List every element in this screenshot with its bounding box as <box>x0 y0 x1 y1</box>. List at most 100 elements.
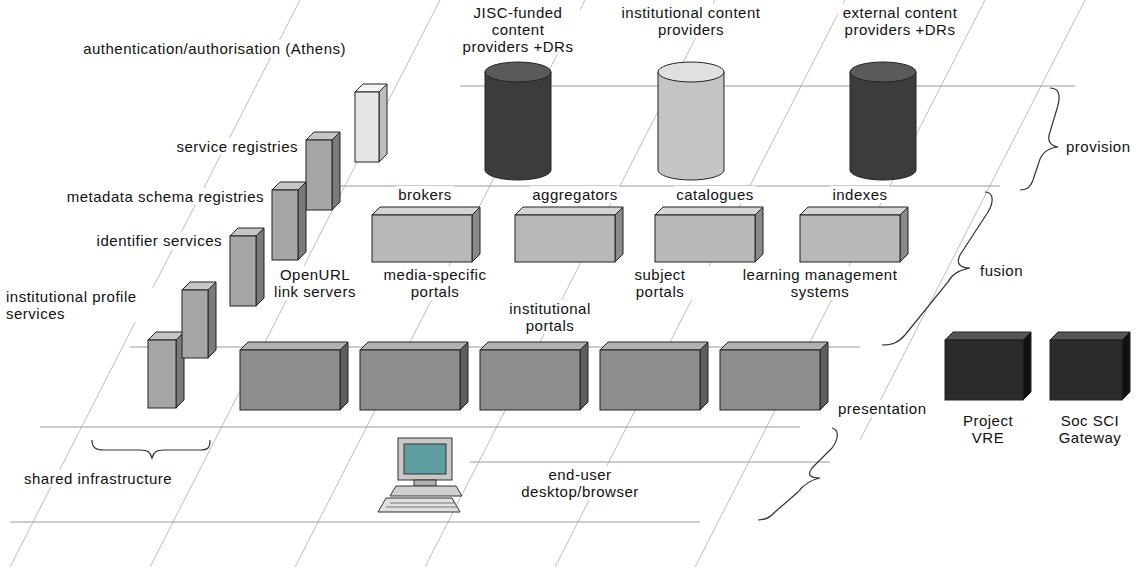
box-front <box>230 236 256 306</box>
fusion-box: catalogues <box>655 215 755 262</box>
cylinder-parts <box>485 62 551 180</box>
box-top <box>515 207 623 215</box>
node-label: institutional portals <box>493 300 607 334</box>
box-front <box>655 215 755 262</box>
grid-line <box>695 0 985 567</box>
monitor-stand <box>414 480 436 486</box>
box-side <box>472 207 480 262</box>
box-side <box>332 132 340 210</box>
box-faces <box>355 84 387 162</box>
box-faces <box>515 207 623 262</box>
presentation-box: subject portals <box>600 350 700 410</box>
cylinder-top <box>658 62 724 82</box>
box-faces <box>360 342 468 410</box>
infrastructure-box: metadata schema registries <box>272 190 298 260</box>
box-outline <box>271 181 307 261</box>
box-top <box>360 342 468 350</box>
box-faces <box>1050 332 1130 400</box>
infrastructure-box: identifier services <box>230 236 256 306</box>
box-side <box>820 342 828 410</box>
grid-line <box>10 0 300 567</box>
group-brace <box>92 440 210 458</box>
cylinder-top <box>850 62 916 82</box>
content-provider-cylinder: external content providers +DRs <box>850 72 916 170</box>
box-outline <box>181 281 217 359</box>
node-label: Project VRE <box>951 412 1025 446</box>
cylinder-body <box>850 72 916 180</box>
node-label: metadata schema registries <box>65 188 266 205</box>
box-faces <box>372 207 480 262</box>
box-side <box>615 207 623 262</box>
content-provider-cylinder: institutional content providers <box>658 72 724 170</box>
box-front <box>272 190 298 260</box>
plane-line <box>460 86 1075 87</box>
box-outline <box>799 206 909 263</box>
presentation-box: media-specific portals <box>360 350 460 410</box>
box-outline <box>305 131 341 211</box>
perspective-lines <box>10 0 1085 567</box>
box-outline <box>479 341 589 411</box>
box-outline <box>654 206 764 263</box>
fusion-box: brokers <box>372 215 472 262</box>
box-faces <box>945 332 1031 400</box>
box-faces <box>306 132 340 210</box>
node-label: media-specific portals <box>373 266 497 300</box>
box-outline <box>354 83 388 163</box>
box-top <box>655 207 763 215</box>
monitor-screen <box>404 444 446 474</box>
presentation-box: learning management systems <box>720 350 820 410</box>
layer-brace <box>758 428 837 520</box>
node-label: indexes <box>830 186 889 203</box>
box-outline <box>359 341 469 411</box>
box-side <box>900 207 908 262</box>
computer-icon <box>378 438 462 512</box>
box-side <box>298 182 306 260</box>
box-side <box>580 342 588 410</box>
box-outline <box>229 227 265 307</box>
box-front <box>372 215 472 262</box>
node-label: subject portals <box>608 266 712 300</box>
box-outline <box>599 341 709 411</box>
box-front <box>480 350 580 410</box>
presentation-box: OpenURL link servers <box>240 350 340 410</box>
box-faces <box>720 342 828 410</box>
cylinder-body <box>658 72 724 180</box>
desktop-label: end-user desktop/browser <box>503 466 657 500</box>
authentication-box: authentication/authorisation (Athens) <box>355 92 379 162</box>
cylinder-outline <box>657 61 725 181</box>
node-label: identifier services <box>95 232 224 249</box>
box-side <box>1122 332 1130 400</box>
fusion-box: aggregators <box>515 215 615 262</box>
box-front <box>360 350 460 410</box>
box-front <box>148 340 176 408</box>
node-label: service registries <box>174 138 300 155</box>
group-label: shared infrastructure <box>22 470 174 487</box>
node-label: external content providers +DRs <box>838 4 962 38</box>
box-faces <box>800 207 908 262</box>
box-top <box>800 207 908 215</box>
box-outline <box>371 206 481 263</box>
box-front <box>945 340 1023 400</box>
box-side <box>1023 332 1031 400</box>
box-top <box>1050 332 1130 340</box>
node-label: institutional content providers <box>617 4 766 38</box>
extra-infrastructure-box <box>148 332 184 408</box>
node-label: authentication/authorisation (Athens) <box>81 40 348 57</box>
cylinder-outline <box>849 61 917 181</box>
box-side <box>256 228 264 306</box>
box-front <box>182 290 208 358</box>
box-front <box>306 140 332 210</box>
node-label: JISC-funded content providers +DRs <box>456 4 580 55</box>
fusion-box: indexes <box>800 215 900 262</box>
box-front <box>720 350 820 410</box>
box-top <box>372 207 480 215</box>
box-top <box>720 342 828 350</box>
node-label: institutional profile services <box>4 288 178 322</box>
box-side <box>460 342 468 410</box>
box-top <box>480 342 588 350</box>
node-label: learning management systems <box>718 266 922 300</box>
box-top <box>600 342 708 350</box>
box-faces <box>272 182 306 260</box>
box-faces <box>480 342 588 410</box>
plane-line <box>40 427 800 428</box>
